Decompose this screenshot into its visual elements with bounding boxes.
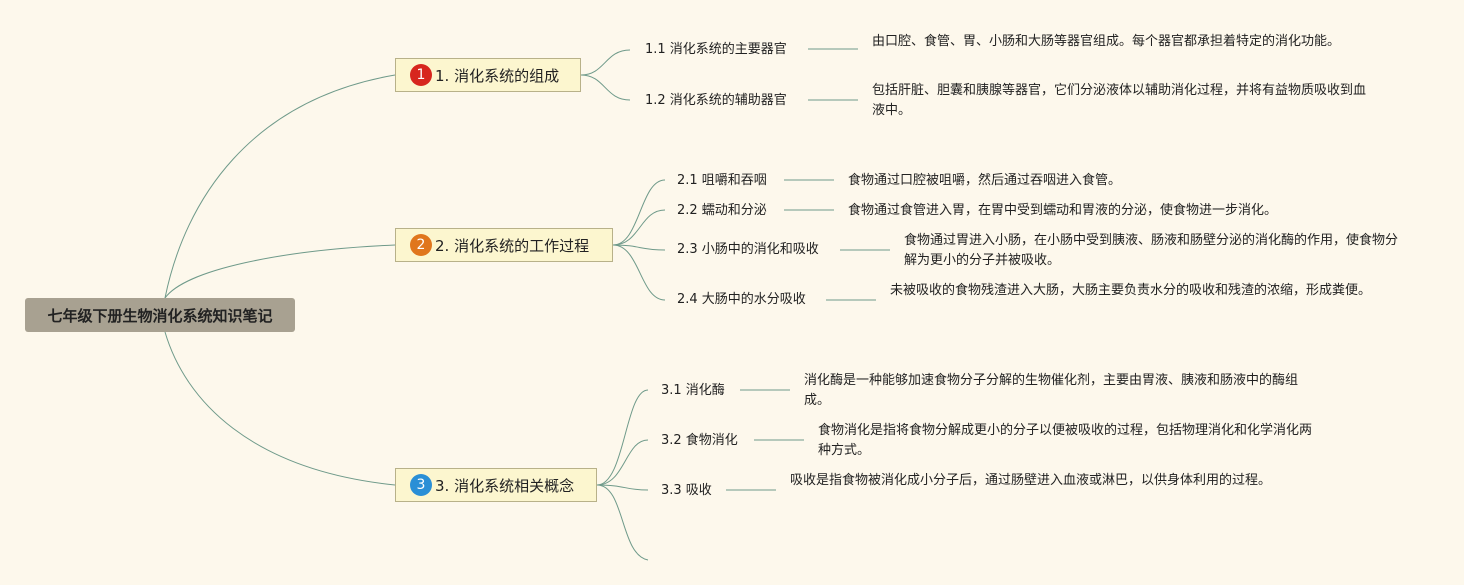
branch1-connector-b bbox=[580, 74, 631, 101]
detail-1-2[interactable]: 包括肝脏、胆囊和胰腺等器官，它们分泌液体以辅助消化过程，并将有益物质吸收到血液中… bbox=[872, 83, 1367, 118]
root-topic[interactable]: 七年级下册生物消化系统知识笔记 bbox=[25, 298, 295, 332]
branch-topic-process[interactable]: 2 2. 消化系统的工作过程 bbox=[395, 228, 613, 262]
branch-topic-title: 2. 消化系统的工作过程 bbox=[435, 236, 590, 255]
detail-3-2[interactable]: 食物消化是指将食物分解成更小的分子以便被吸收的过程，包括物理消化和化学消化两种方… bbox=[818, 423, 1313, 458]
branch-topic-title: 1. 消化系统的组成 bbox=[435, 66, 560, 85]
branch2-connector-d bbox=[612, 244, 666, 301]
subtopic-3-1[interactable]: 3.1 消化酶 bbox=[661, 383, 725, 398]
detail-3-3[interactable]: 吸收是指食物被消化成小分子后，通过肠壁进入血液或淋巴，以供身体利用的过程。 bbox=[790, 473, 1272, 488]
detail-3-1[interactable]: 消化酶是一种能够加速食物分子分解的生物催化剂，主要由胃液、胰液和肠液中的酶组成。 bbox=[804, 373, 1299, 408]
number-3-badge-icon: 3 bbox=[410, 474, 432, 496]
branch1-connector-a bbox=[580, 49, 631, 76]
detail-2-2[interactable]: 食物通过食管进入胃，在胃中受到蠕动和胃液的分泌，使食物进一步消化。 bbox=[848, 203, 1278, 218]
branch2-connector-b bbox=[612, 209, 666, 246]
branch3-connector-d bbox=[596, 484, 649, 561]
detail-1-1[interactable]: 由口腔、食管、胃、小肠和大肠等器官组成。每个器官都承担着特定的消化功能。 bbox=[872, 34, 1341, 49]
detail-2-4[interactable]: 未被吸收的食物残渣进入大肠，大肠主要负责水分的吸收和残渣的浓缩，形成粪便。 bbox=[890, 283, 1372, 298]
branch3-connector-b bbox=[596, 439, 649, 486]
root-topic-title: 七年级下册生物消化系统知识笔记 bbox=[47, 306, 273, 325]
number-2-badge-icon: 2 bbox=[410, 234, 432, 256]
branch-topic-concepts[interactable]: 3 3. 消化系统相关概念 bbox=[395, 468, 597, 502]
root-connector-3 bbox=[164, 331, 396, 486]
branch-topic-title: 3. 消化系统相关概念 bbox=[435, 476, 575, 495]
branch3-connector-a bbox=[596, 389, 649, 486]
branch-topic-composition[interactable]: 1 1. 消化系统的组成 bbox=[395, 58, 581, 92]
detail-2-3[interactable]: 食物通过胃进入小肠，在小肠中受到胰液、肠液和肠壁分泌的消化酶的作用，使食物分解为… bbox=[904, 233, 1399, 268]
branch2-connector-a bbox=[612, 179, 666, 246]
subtopic-2-3[interactable]: 2.3 小肠中的消化和吸收 bbox=[677, 242, 819, 257]
root-connector-2 bbox=[164, 244, 396, 299]
root-connector-1 bbox=[164, 74, 396, 299]
detail-2-1[interactable]: 食物通过口腔被咀嚼，然后通过吞咽进入食管。 bbox=[848, 173, 1122, 188]
subtopic-2-2[interactable]: 2.2 蠕动和分泌 bbox=[677, 203, 767, 218]
branch3-connector-c bbox=[596, 484, 649, 491]
branch2-connector-c bbox=[612, 244, 666, 251]
subtopic-3-2[interactable]: 3.2 食物消化 bbox=[661, 433, 738, 448]
subtopic-1-2[interactable]: 1.2 消化系统的辅助器官 bbox=[645, 93, 787, 108]
subtopic-2-4[interactable]: 2.4 大肠中的水分吸收 bbox=[677, 292, 806, 307]
subtopic-2-1[interactable]: 2.1 咀嚼和吞咽 bbox=[677, 173, 767, 188]
subtopic-3-3[interactable]: 3.3 吸收 bbox=[661, 483, 712, 498]
number-1-badge-icon: 1 bbox=[410, 64, 432, 86]
subtopic-1-1[interactable]: 1.1 消化系统的主要器官 bbox=[645, 42, 787, 57]
